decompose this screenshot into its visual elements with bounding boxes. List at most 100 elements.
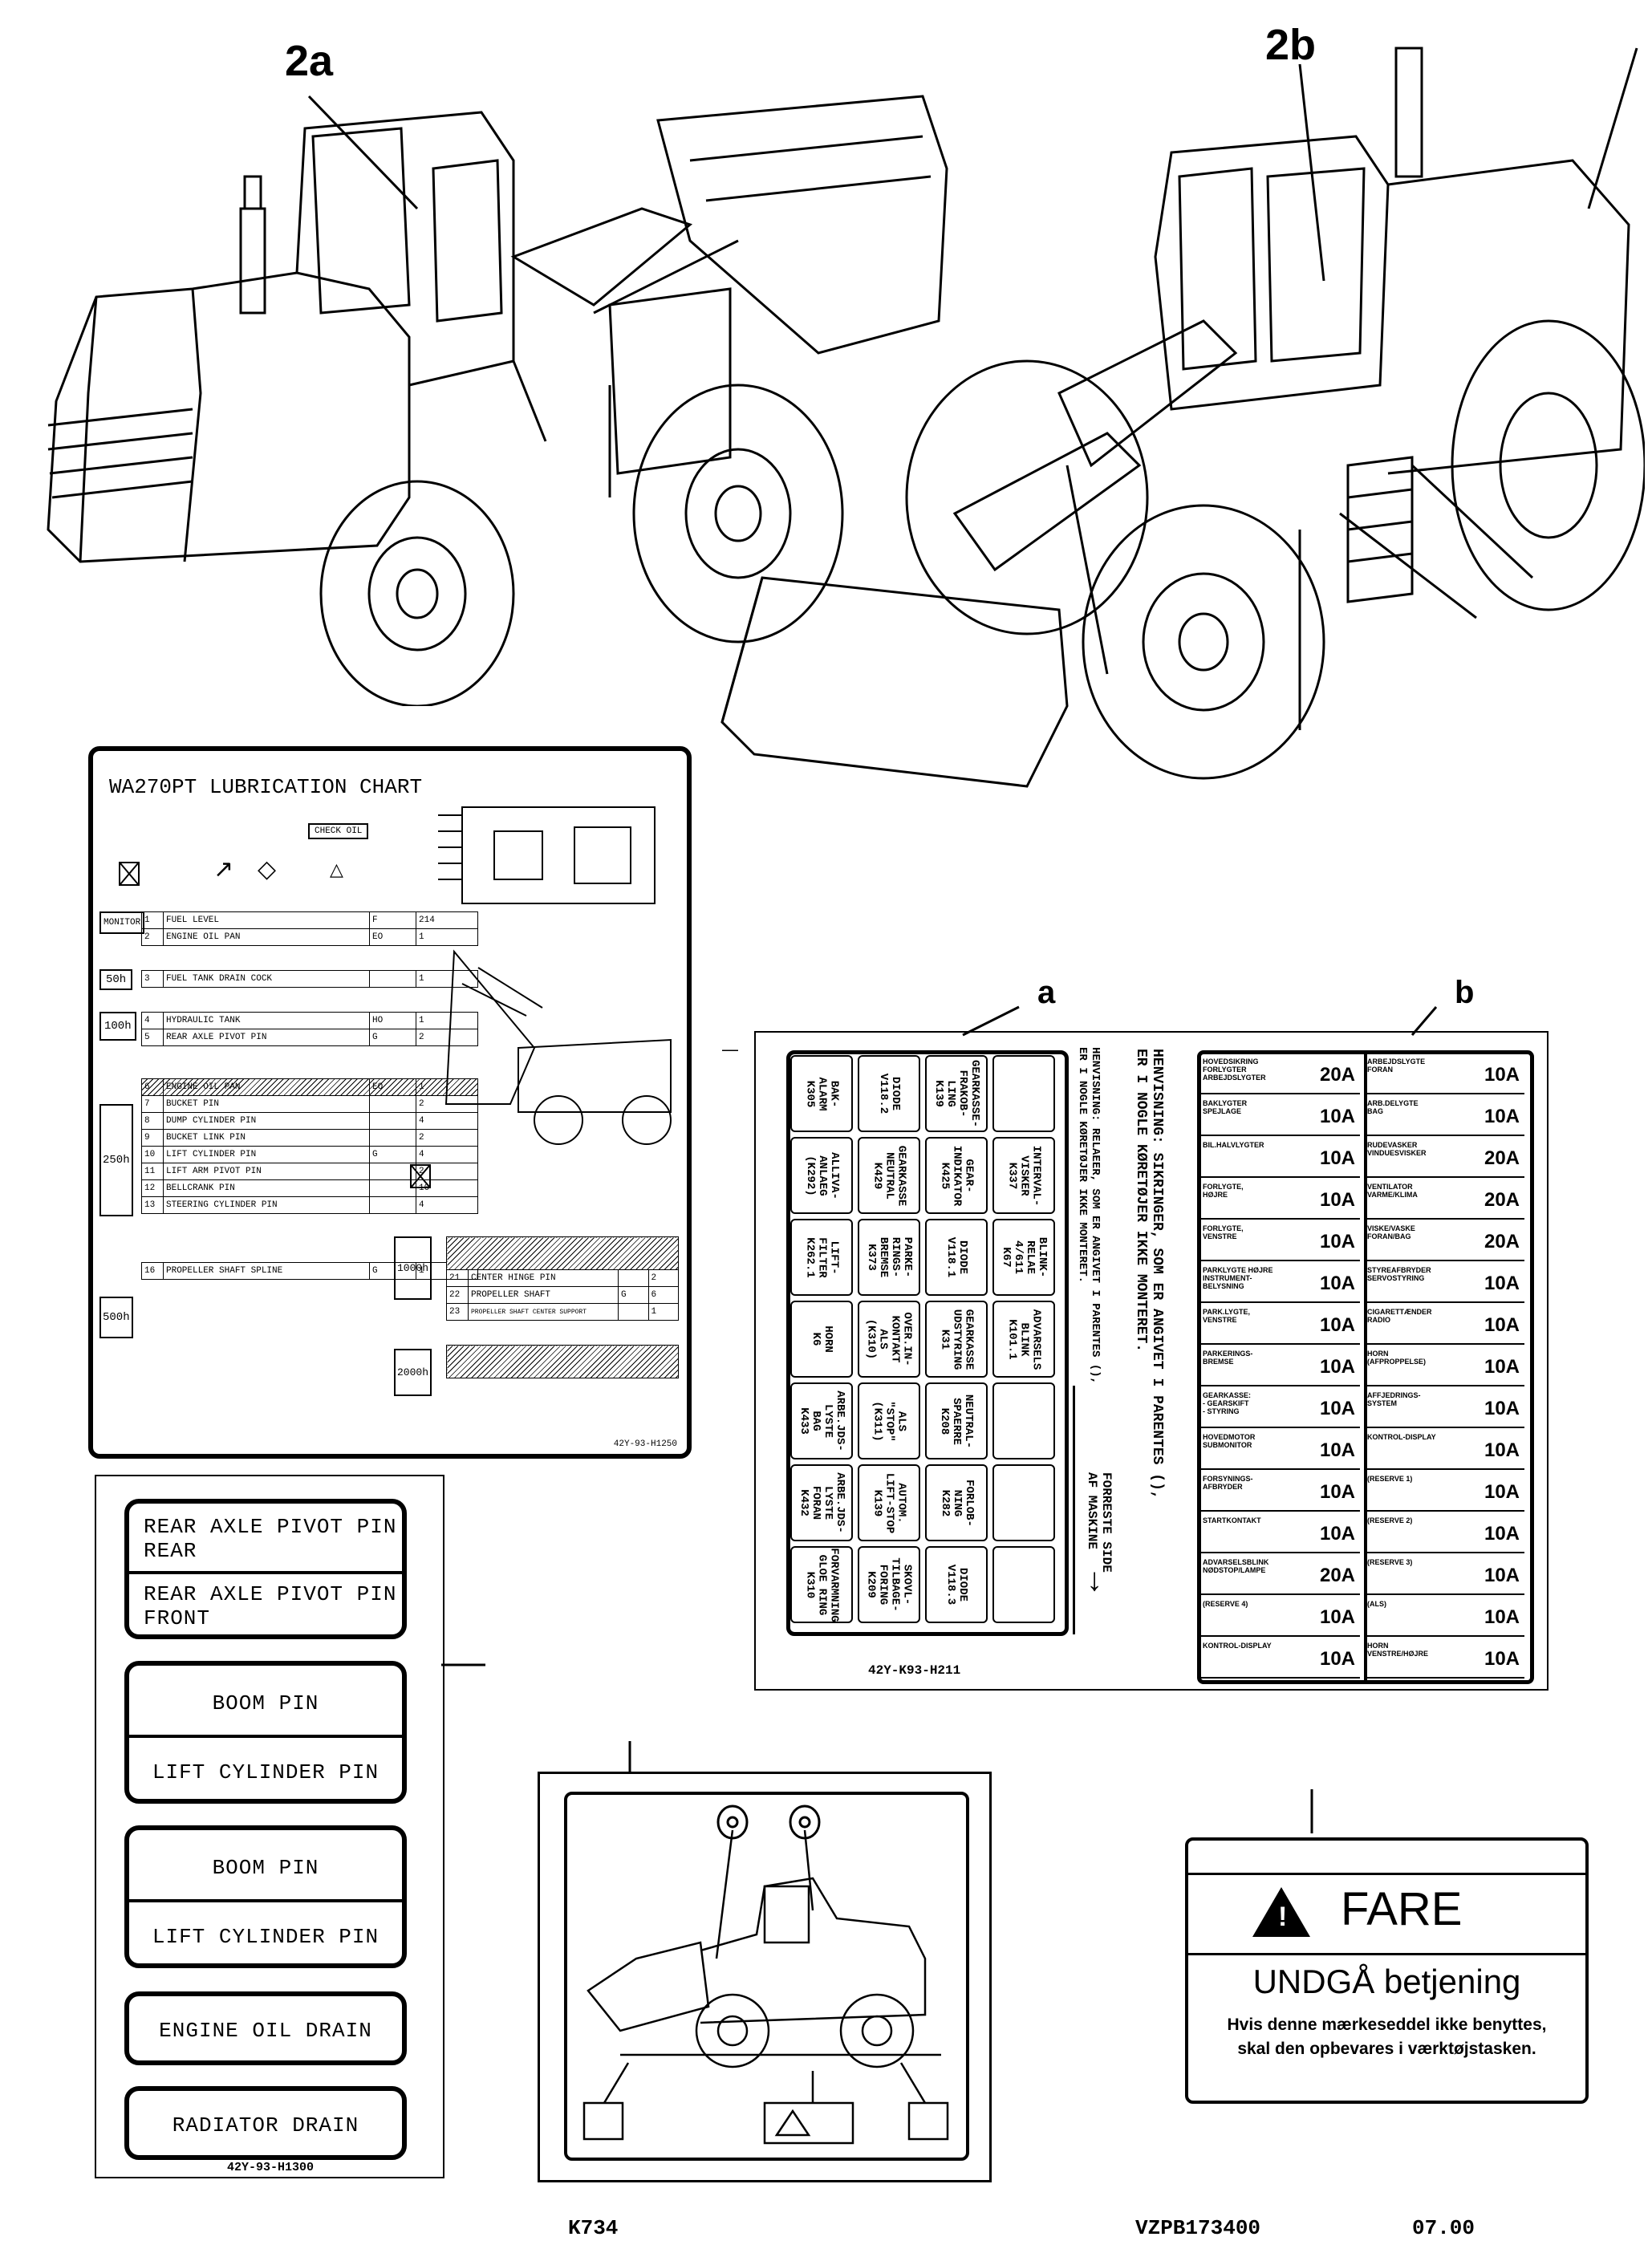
oil-drop-icon: △ — [330, 859, 343, 879]
decal-label-lift-cylinder-pin: LIFT CYLINDER PIN — [152, 1760, 380, 1784]
fuse-label: HOVEDSIKRING FORLYGTER ARBEJDSLYGTER — [1203, 1058, 1266, 1082]
relay-label: INTERVAL- VISKER K337 — [1005, 1145, 1043, 1206]
fuse-label: HORN VENSTRE/HØJRE — [1367, 1642, 1429, 1658]
relay-label: GEARKASSE UDSTYRING K31 — [938, 1309, 976, 1370]
relay-cell: DIODE V118.1 — [925, 1219, 988, 1296]
lifting-point-inner — [564, 1792, 969, 2161]
leader-line — [628, 1741, 631, 1772]
fuse-rating: 10A — [1484, 1439, 1520, 1461]
fuse-label: ARB.DELYGTE BAG — [1367, 1099, 1419, 1115]
decal-boom-pin-2: BOOM PIN LIFT CYLINDER PIN — [124, 1825, 407, 1968]
fuse-label: ADVARSELSBLINK NØDSTOP/LAMPE — [1203, 1558, 1269, 1574]
relay-cell: ADVARSELS BLINK K101.1 — [992, 1301, 1055, 1378]
loader-illustration-rear — [47, 95, 948, 706]
relay-cell: ALLIVA- ANLAEG (K292) — [790, 1137, 853, 1214]
relay-label: ARBE.JDS- LYSTE BAG K433 — [798, 1390, 846, 1451]
fuse-cell: (RESERVE 1)10A — [1364, 1470, 1524, 1512]
fuse-cell: ARB.DELYGTE BAG 10A — [1364, 1094, 1524, 1136]
relay-cell: INTERVAL- VISKER K337 — [992, 1137, 1055, 1214]
fuse-cell: HORN VENSTRE/HØJRE 10A — [1364, 1637, 1524, 1679]
relay-cell: LIFT- FILTER K262.1 — [790, 1219, 853, 1296]
relay-label: BAK- ALARM K305 — [803, 1076, 841, 1111]
relay-label: ALLIVA- ANLAEG (K292) — [803, 1151, 841, 1200]
relay-label: ADVARSELS BLINK K101.1 — [1005, 1309, 1043, 1370]
footer-part-number: VZPB173400 — [1135, 2216, 1261, 2240]
relay-cell: BAK- ALARM K305 — [790, 1055, 853, 1132]
fuse-rating: 10A — [1484, 1398, 1520, 1419]
fuse-rating: 10A — [1484, 1106, 1520, 1127]
callout-2a: 2a — [285, 37, 334, 85]
fuse-rating: 10A — [1484, 1356, 1520, 1378]
no-entry-icon-right — [410, 1164, 431, 1188]
fuse-label: AFFJEDRINGS- SYSTEM — [1367, 1391, 1421, 1407]
relay-label: HORN K6 — [809, 1325, 834, 1353]
warning-header-rule-2 — [1188, 1953, 1585, 1955]
fuse-cell: (RESERVE 4)10A — [1199, 1595, 1360, 1637]
fuse-rating: 10A — [1319, 1356, 1355, 1378]
relay-label: GEAR- INDIKATOR K425 — [938, 1145, 976, 1206]
oil-can-icon: ◇ — [258, 856, 277, 883]
fuse-rating: 10A — [1319, 1481, 1355, 1503]
warning-header-rule — [1188, 1873, 1585, 1875]
fuse-label: RUDEVASKER VINDUESVISKER — [1367, 1141, 1427, 1157]
relay-label: FORVARMNING GLOE RING K310 — [803, 1547, 841, 1622]
fuse-rating: 10A — [1319, 1606, 1355, 1628]
fuse-label: BIL.HALVLYGTER — [1203, 1141, 1264, 1149]
loader-illustration-front — [720, 47, 1645, 788]
fuse-rating: 10A — [1319, 1189, 1355, 1211]
fuse-label: HORN (AFPROPPELSE) — [1367, 1350, 1427, 1366]
fuse-rating: 10A — [1484, 1648, 1520, 1670]
fuse-rating: 20A — [1484, 1231, 1520, 1252]
decal-radiator-drain: RADIATOR DRAIN — [124, 2086, 407, 2160]
fuse-rating: 10A — [1319, 1106, 1355, 1127]
interval-2000h: 2000h — [394, 1349, 432, 1396]
relay-cell: HORN K6 — [790, 1301, 853, 1378]
decal-part-code: 42Y-93-H1300 — [227, 2161, 315, 2174]
footer-date: 07.00 — [1412, 2216, 1475, 2240]
warning-sign: ! FARE UNDGÅ betjening Hvis denne mærkes… — [1185, 1837, 1589, 2104]
relay-label: DIODE V118.3 — [944, 1564, 969, 1606]
relay-cell: ARBE.JDS- LYSTE FORAN K432 — [790, 1464, 853, 1541]
fuse-label: STYREAFBRYDER SERVOSTYRING — [1367, 1266, 1431, 1282]
grease-gun-icon: ↗ — [213, 856, 234, 883]
decal-rear-axle-pivot-pin: REAR AXLE PIVOT PIN REAR REAR AXLE PIVOT… — [124, 1499, 407, 1639]
relay-label: DIODE V118.2 — [876, 1073, 902, 1114]
fuse-label: (ALS) — [1367, 1600, 1386, 1608]
lifting-hook-icon — [716, 1804, 821, 1840]
no-entry-icon — [119, 862, 140, 886]
relay-cell: NEUTRAL- SPAERRE K208 — [925, 1382, 988, 1459]
interval-250h: 250h — [99, 1104, 133, 1216]
decal-boom-pin-1: BOOM PIN LIFT CYLINDER PIN — [124, 1661, 407, 1804]
fuse-grid-b-divider — [1364, 1050, 1367, 1684]
fuse-label: (RESERVE 3) — [1367, 1558, 1413, 1566]
fuse-rating: 10A — [1319, 1523, 1355, 1545]
fuse-rating: 10A — [1484, 1565, 1520, 1586]
fuse-rating: 10A — [1484, 1064, 1520, 1086]
relay-label: FORLOB- NING K282 — [938, 1479, 976, 1527]
interval-monitor: MONITOR — [99, 911, 145, 934]
leader-line — [441, 1663, 485, 1666]
relay-cell: GEAR- INDIKATOR K425 — [925, 1137, 988, 1214]
fuse-rating: 10A — [1319, 1147, 1355, 1169]
interval-500h: 500h — [99, 1297, 133, 1338]
relay-cell — [992, 1546, 1055, 1623]
relay-cell: PARKE- RINGS- BREMSE K373 — [858, 1219, 920, 1296]
lubrication-chart: WA270PT LUBRICATION CHART CHECK OIL ↗ ◇ … — [88, 746, 692, 1459]
footer-page-code: K734 — [568, 2216, 619, 2240]
fuse-rating: 10A — [1484, 1606, 1520, 1628]
relay-cell: GEARKASSE UDSTYRING K31 — [925, 1301, 988, 1378]
relay-cell: AUTOM. LIFT-STOP K139 — [858, 1464, 920, 1541]
fuse-label: PARKERINGS- BREMSE — [1203, 1350, 1253, 1366]
decal-label-front: REAR AXLE PIVOT PIN FRONT — [144, 1582, 397, 1630]
fuse-label: VENTILATOR VARME/KLIMA — [1367, 1183, 1418, 1199]
